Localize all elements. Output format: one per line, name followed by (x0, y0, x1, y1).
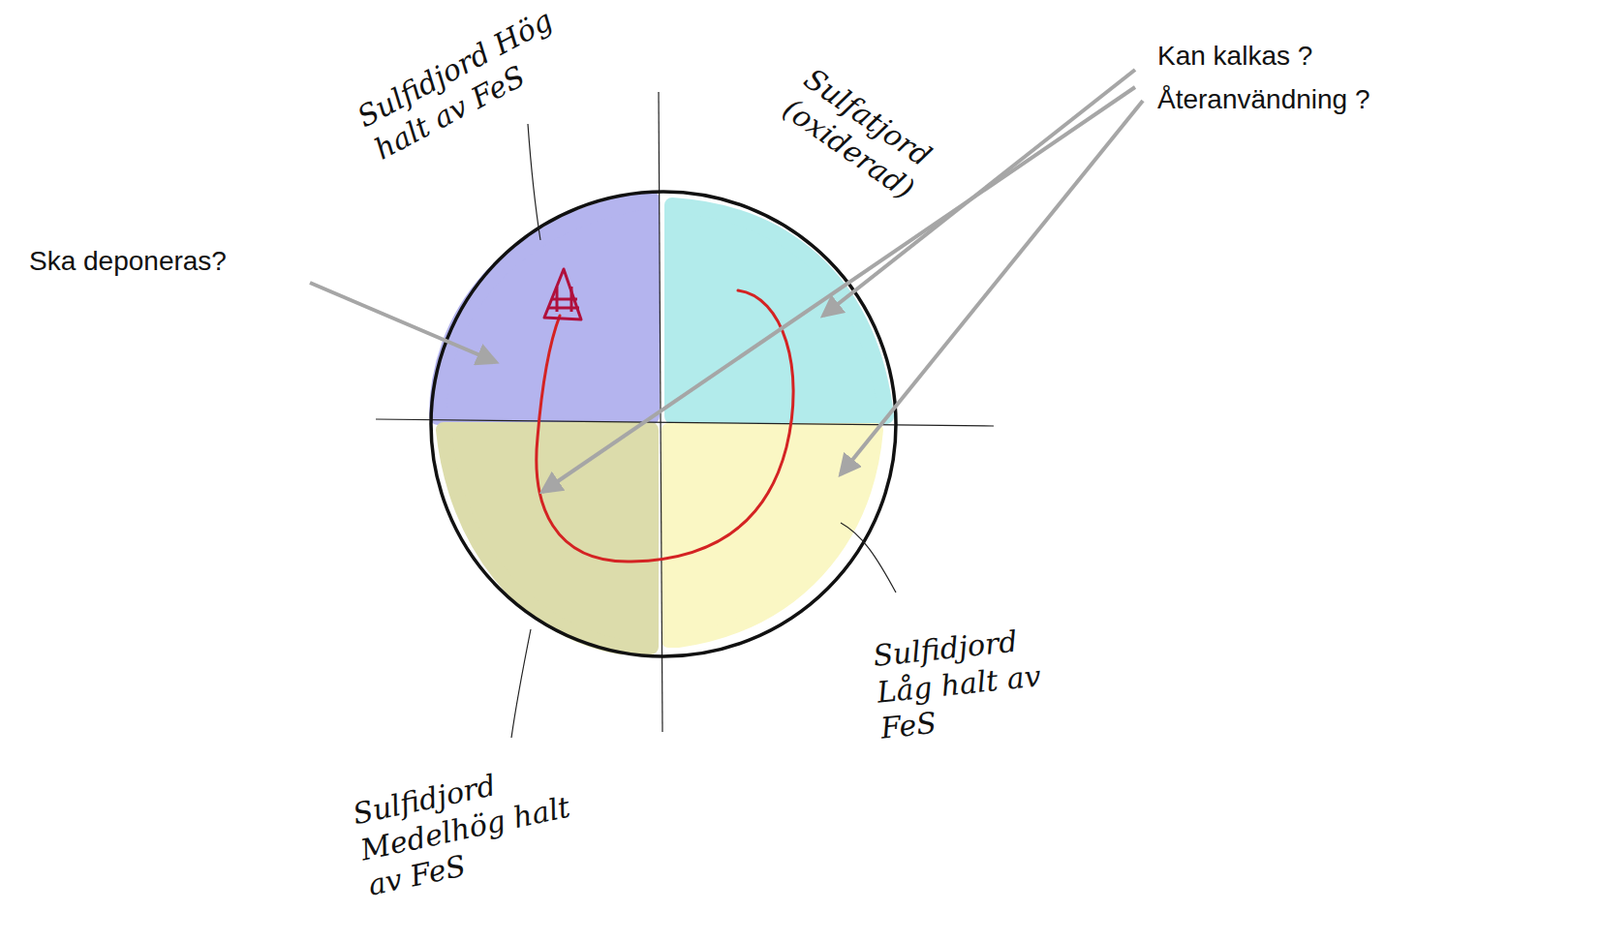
region-label: Sulfidjord Hög halt av FeS (351, 0, 609, 168)
warning-triangle (544, 269, 582, 320)
leader-line (511, 629, 531, 739)
region-label: Sulfidjord Medelhög halt av FeS (349, 746, 610, 904)
callout-text: Kan kalkas ? Återanvändning ? (1157, 34, 1410, 123)
quadrant-fill (443, 430, 651, 647)
outer-circle (430, 191, 896, 657)
leader-line (527, 123, 541, 241)
region-label: Sulfatjord (oxiderad) (776, 60, 978, 231)
spiral-curve (536, 290, 794, 562)
region-label: Sulfidjord Låg halt av FeS (871, 618, 1067, 747)
leader-line (840, 523, 896, 593)
callout-arrow (309, 282, 496, 363)
quadrant-fill (672, 205, 887, 417)
callout-text: Ska deponeras? (29, 240, 227, 284)
quadrant-fill (668, 430, 877, 642)
axis-line (375, 419, 994, 427)
